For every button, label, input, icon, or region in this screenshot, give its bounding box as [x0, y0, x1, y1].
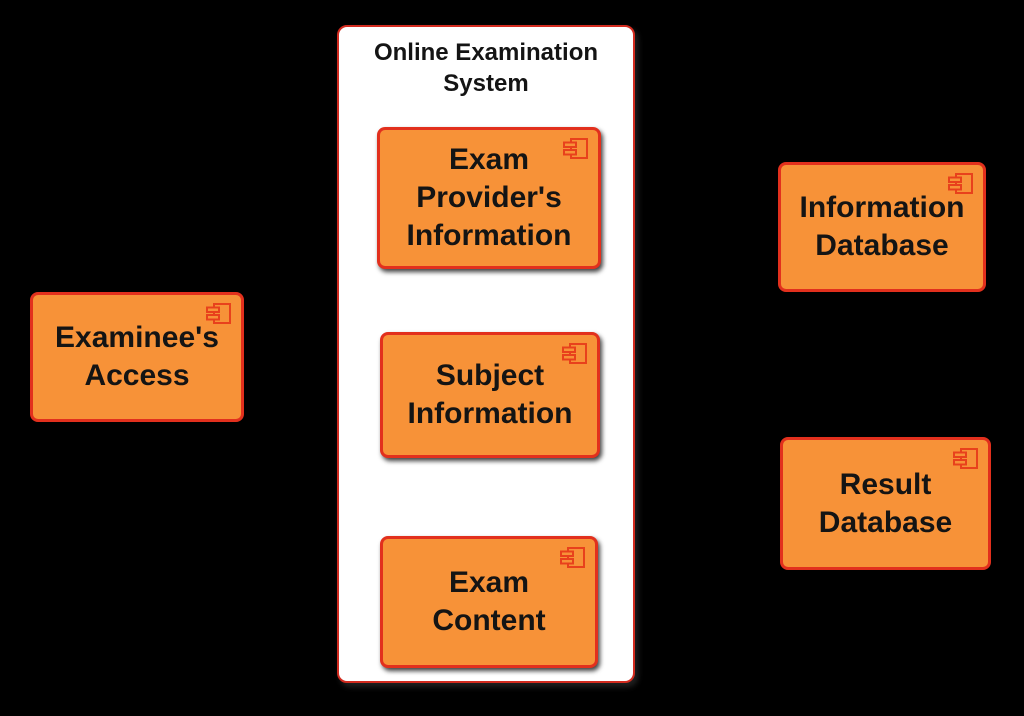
- component-label: Subject Information: [407, 359, 573, 430]
- component-label: Exam Provider's Information: [406, 143, 572, 252]
- system-boundary-online-examination-system: Online Examination System Exam Provider'…: [337, 25, 635, 683]
- system-title: Online Examination System: [373, 39, 599, 97]
- component-label: Exam Content: [432, 566, 546, 637]
- component-result-database: Result Database: [780, 437, 991, 570]
- component-examinees-access: Examinee's Access: [30, 292, 244, 422]
- component-information-database: Information Database: [778, 162, 986, 292]
- component-subject-information: Subject Information: [380, 332, 600, 458]
- uml-component-icon: [206, 302, 232, 325]
- component-exam-content: Exam Content: [380, 536, 598, 668]
- uml-component-icon: [560, 546, 586, 569]
- uml-component-icon: [563, 137, 589, 160]
- uml-component-icon: [562, 342, 588, 365]
- component-label: Examinee's Access: [55, 321, 219, 392]
- component-exam-providers-information: Exam Provider's Information: [377, 127, 601, 269]
- component-label: Result Database: [818, 467, 953, 539]
- uml-component-icon: [948, 172, 974, 195]
- component-label: Information Database: [799, 191, 965, 262]
- uml-component-icon: [953, 447, 979, 470]
